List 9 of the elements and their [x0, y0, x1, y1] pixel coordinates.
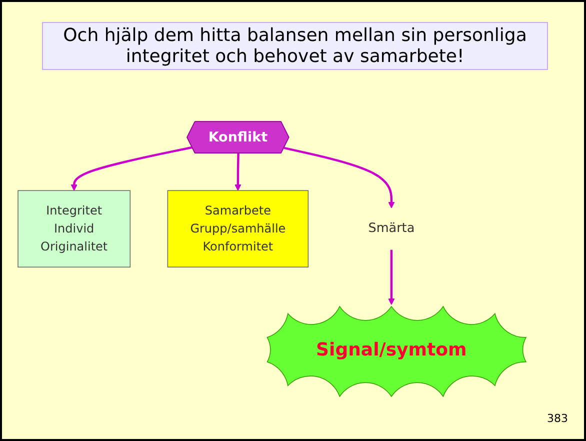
arrow — [284, 146, 395, 208]
node-box: Samarbete Grupp/samhälle Konformitet — [167, 190, 309, 268]
node-text: Smärta — [368, 220, 415, 236]
arrow — [70, 146, 192, 191]
page-number: 383 — [547, 412, 568, 425]
title-banner: Och hjälp dem hitta balansen mellan sin personliga integritet och behovet av samarbete! — [42, 22, 548, 70]
arrow — [234, 153, 242, 191]
node-box: Integritet Individ Originalitet — [18, 190, 131, 268]
arrow — [388, 250, 395, 305]
